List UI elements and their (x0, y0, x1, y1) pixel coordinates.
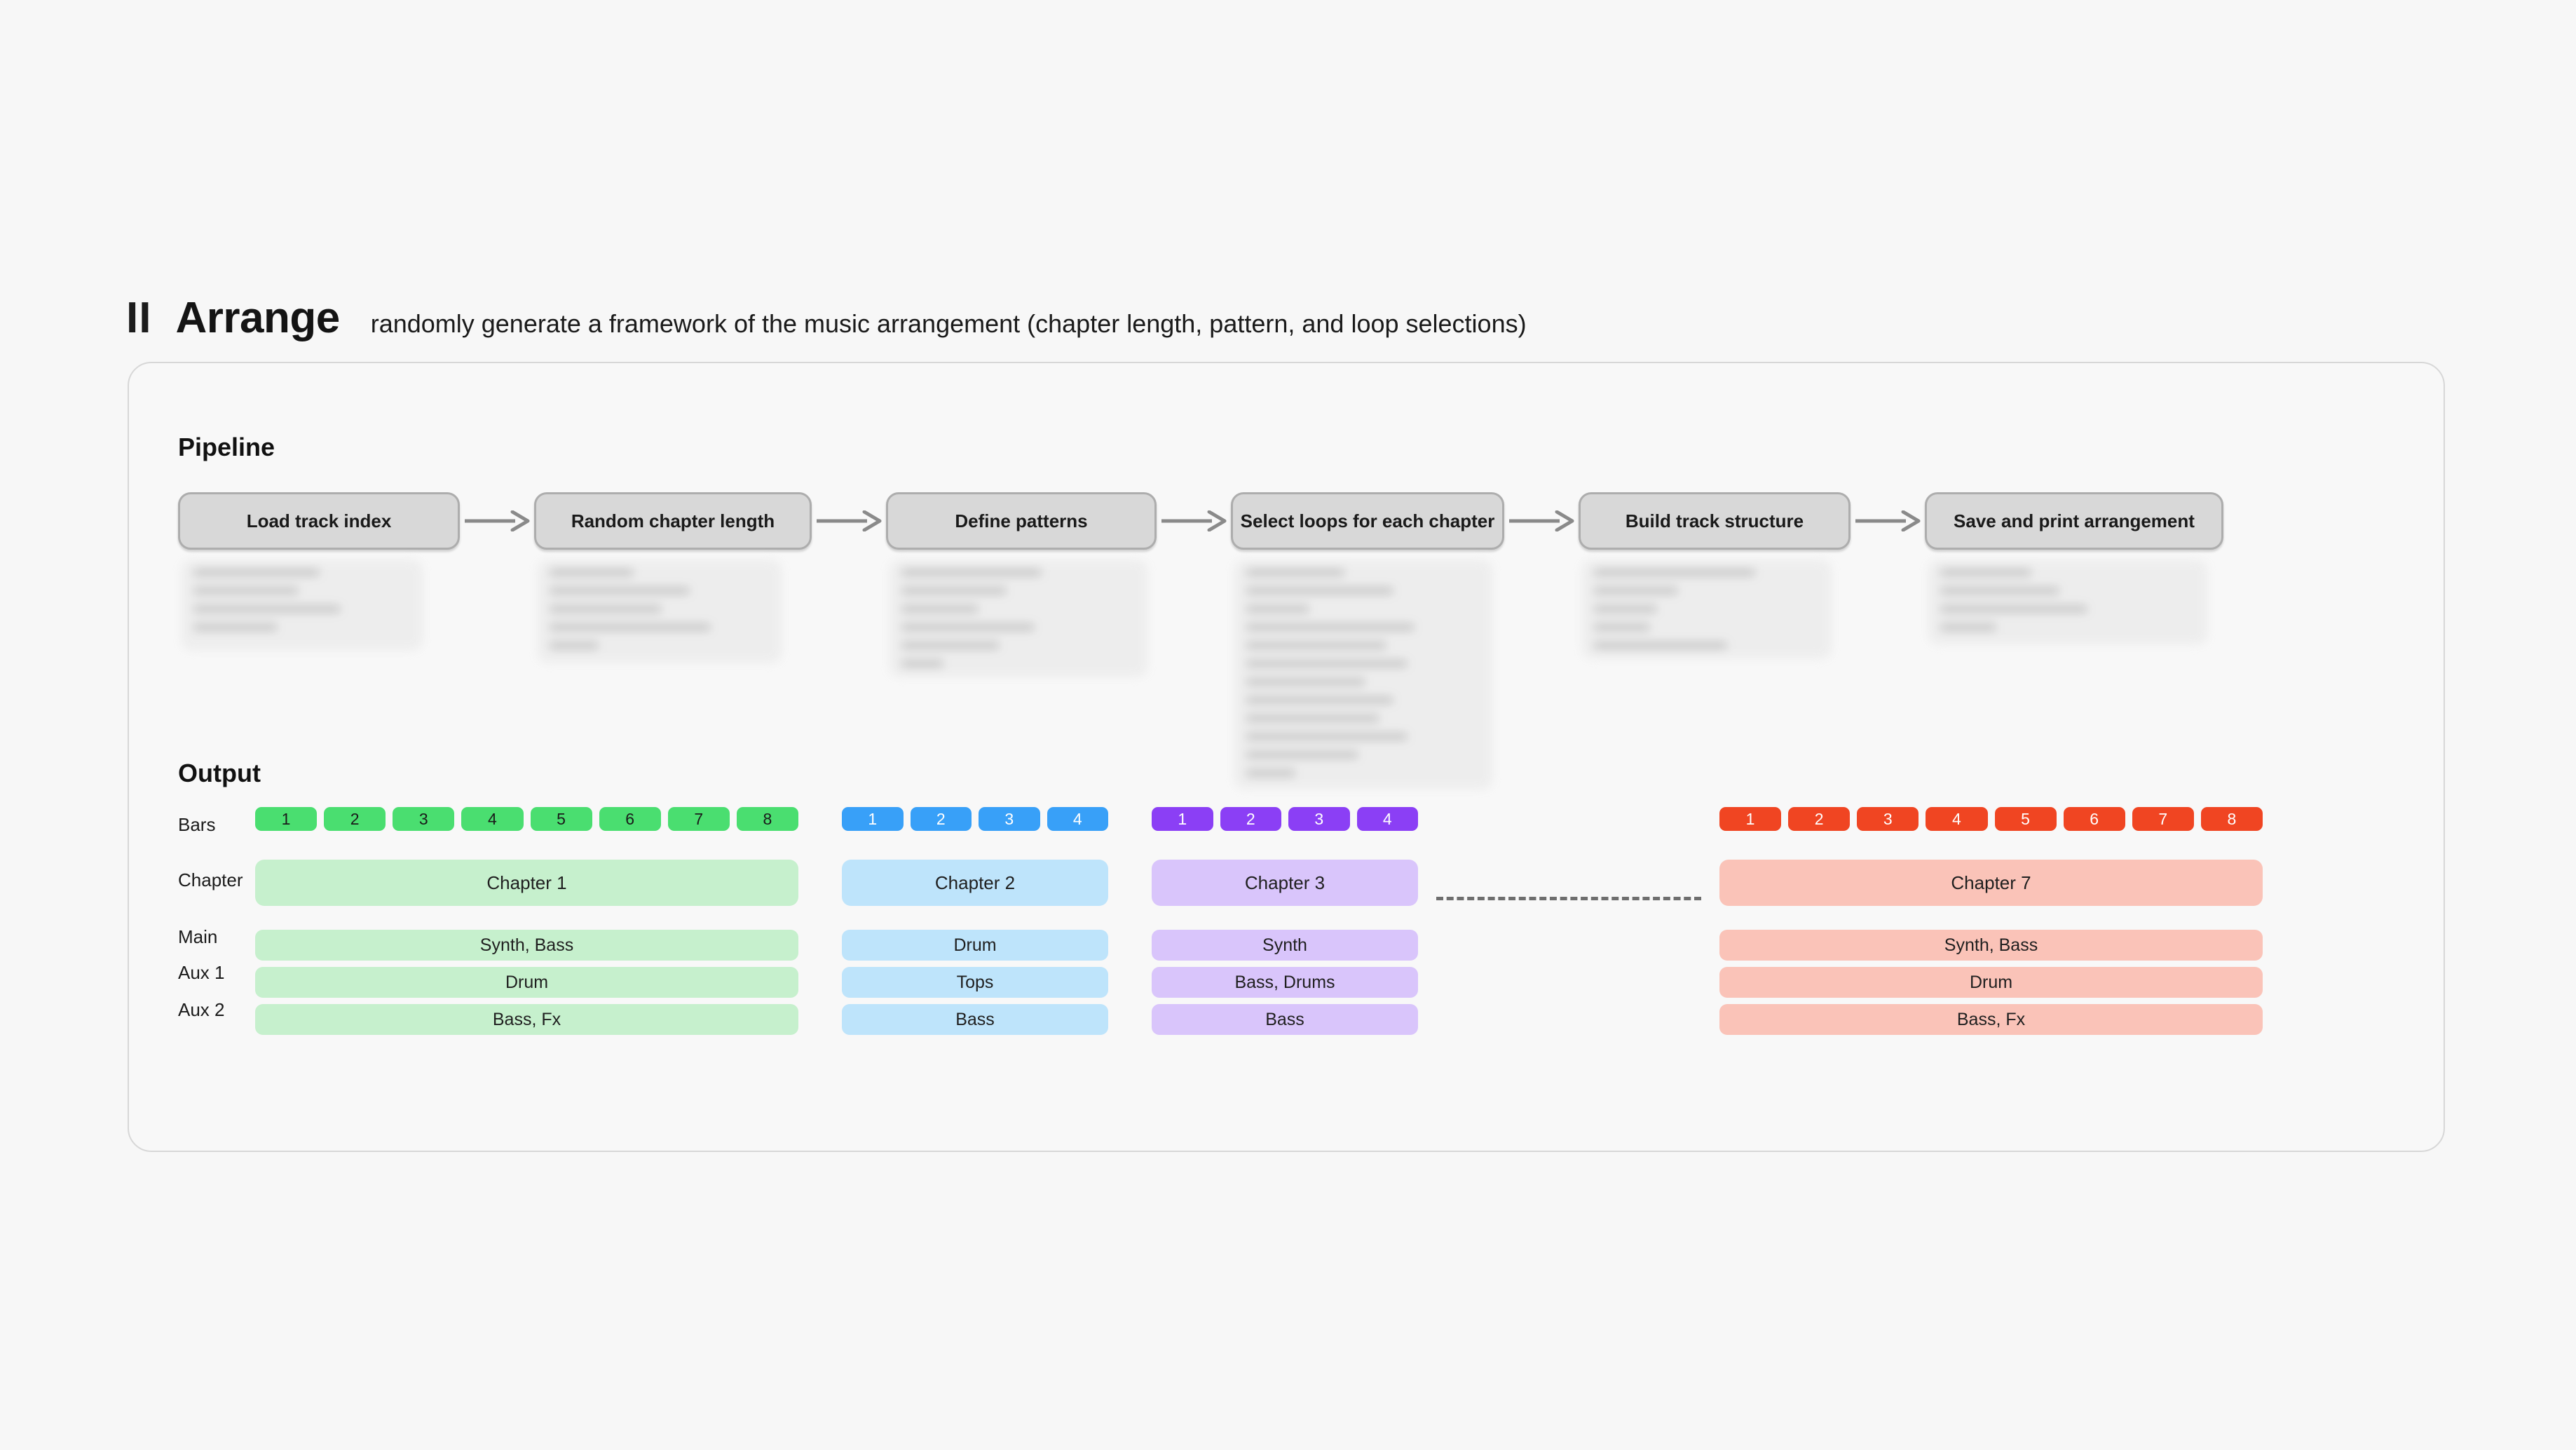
track-pill-aux2[interactable]: Bass, Fx (255, 1004, 798, 1035)
section-title: Arrange (175, 294, 340, 342)
bar-pill[interactable]: 1 (1152, 807, 1213, 831)
pipeline-stage-2: Random chapter length (534, 492, 812, 663)
pipeline-stage-detail-panel (1581, 560, 1832, 659)
pipeline-arrow-icon (1851, 492, 1925, 550)
pipeline-stage-box[interactable]: Select loops for each chapter (1231, 492, 1504, 550)
row-label-aux1: Aux 1 (178, 962, 225, 983)
page-title: II Arrange randomly generate a framework… (126, 293, 1527, 343)
track-pill-aux2[interactable]: Bass, Fx (1719, 1004, 2263, 1035)
pipeline-stage-detail-panel (181, 560, 423, 651)
pipeline-stage-box[interactable]: Build track structure (1579, 492, 1851, 550)
bar-pill[interactable]: 1 (255, 807, 318, 831)
pipeline-stage-box[interactable]: Load track index (178, 492, 460, 550)
chapters-elided-indicator (1418, 805, 1719, 1035)
track-pill-aux1[interactable]: Drum (255, 967, 798, 998)
bar-pill[interactable]: 1 (842, 807, 904, 831)
bar-pill[interactable]: 1 (1719, 807, 1782, 831)
bar-pill[interactable]: 3 (1288, 807, 1350, 831)
bar-pill[interactable]: 3 (1857, 807, 1919, 831)
bar-pill[interactable]: 2 (1220, 807, 1281, 831)
bar-pill[interactable]: 5 (1994, 807, 2057, 831)
pipeline-flow: Load track index Random chapter length Def… (178, 492, 2223, 790)
track-pill-aux1[interactable]: Drum (1719, 967, 2263, 998)
dashed-separator (1436, 897, 1701, 900)
pipeline-stage-label: Select loops for each chapter (1240, 510, 1495, 531)
track-pill-aux2[interactable]: Bass (1152, 1004, 1418, 1035)
pipeline-stage-label: Random chapter length (571, 510, 775, 531)
section-numeral: II (126, 294, 152, 342)
track-pill-main[interactable]: Synth, Bass (1719, 930, 2263, 961)
track-pill-aux2[interactable]: Bass (842, 1004, 1108, 1035)
bar-pill[interactable]: 2 (910, 807, 972, 831)
row-label-chapter: Chapter (178, 869, 243, 890)
bar-pill[interactable]: 4 (1356, 807, 1418, 831)
row-label-aux2: Aux 2 (178, 999, 225, 1020)
pipeline-stage-6: Save and print arrangement (1925, 492, 2223, 645)
track-pill-aux1[interactable]: Tops (842, 967, 1108, 998)
bar-pill[interactable]: 6 (599, 807, 661, 831)
pipeline-stage-label: Build track structure (1625, 510, 1804, 531)
pipeline-stage-detail-panel (1234, 560, 1493, 790)
pipeline-stage-3: Define patterns (886, 492, 1157, 677)
track-pill-main[interactable]: Synth, Bass (255, 930, 798, 961)
track-pill-main[interactable]: Synth (1152, 930, 1418, 961)
output-heading: Output (178, 759, 261, 787)
chapter-pill[interactable]: Chapter 7 (1719, 860, 2263, 906)
bar-pill[interactable]: 5 (530, 807, 592, 831)
pipeline-stage-label: Define patterns (955, 510, 1088, 531)
pipeline-stage-4: Select loops for each chapter (1231, 492, 1504, 790)
row-label-main: Main (178, 926, 218, 947)
bar-pill[interactable]: 8 (2200, 807, 2263, 831)
pipeline-stage-box[interactable]: Random chapter length (534, 492, 812, 550)
pipeline-stage-1: Load track index (178, 492, 460, 651)
pipeline-stage-detail-panel (889, 560, 1148, 677)
pipeline-arrow-icon (1504, 492, 1579, 550)
section-subtitle: randomly generate a framework of the mus… (370, 309, 1527, 338)
bar-pill[interactable]: 2 (1788, 807, 1851, 831)
chapter-pill[interactable]: Chapter 2 (842, 860, 1108, 906)
track-pill-aux1[interactable]: Bass, Drums (1152, 967, 1418, 998)
chapter-pill[interactable]: Chapter 1 (255, 860, 798, 906)
bar-pill[interactable]: 3 (979, 807, 1040, 831)
pipeline-heading: Pipeline (178, 433, 275, 461)
bar-pill[interactable]: 2 (324, 807, 386, 831)
chapter-pill[interactable]: Chapter 3 (1152, 860, 1418, 906)
row-label-bars: Bars (178, 814, 216, 835)
pipeline-stage-detail-panel (537, 560, 782, 663)
pipeline-stage-detail-panel (1928, 560, 2208, 645)
pipeline-arrow-icon (1157, 492, 1231, 550)
bar-pill[interactable]: 8 (736, 807, 798, 831)
pipeline-stage-label: Load track index (246, 510, 392, 531)
bar-pill[interactable]: 7 (2132, 807, 2194, 831)
pipeline-stage-box[interactable]: Save and print arrangement (1925, 492, 2223, 550)
bar-pill[interactable]: 6 (2063, 807, 2125, 831)
bar-pill[interactable]: 4 (461, 807, 524, 831)
pipeline-stage-label: Save and print arrangement (1954, 510, 2195, 531)
pipeline-arrow-icon (460, 492, 534, 550)
bar-pill[interactable]: 4 (1047, 807, 1108, 831)
bar-pill[interactable]: 3 (393, 807, 455, 831)
track-pill-main[interactable]: Drum (842, 930, 1108, 961)
pipeline-stage-box[interactable]: Define patterns (886, 492, 1157, 550)
pipeline-stage-5: Build track structure (1579, 492, 1851, 659)
pipeline-arrow-icon (812, 492, 886, 550)
bar-pill[interactable]: 7 (667, 807, 730, 831)
bar-pill[interactable]: 4 (1926, 807, 1988, 831)
